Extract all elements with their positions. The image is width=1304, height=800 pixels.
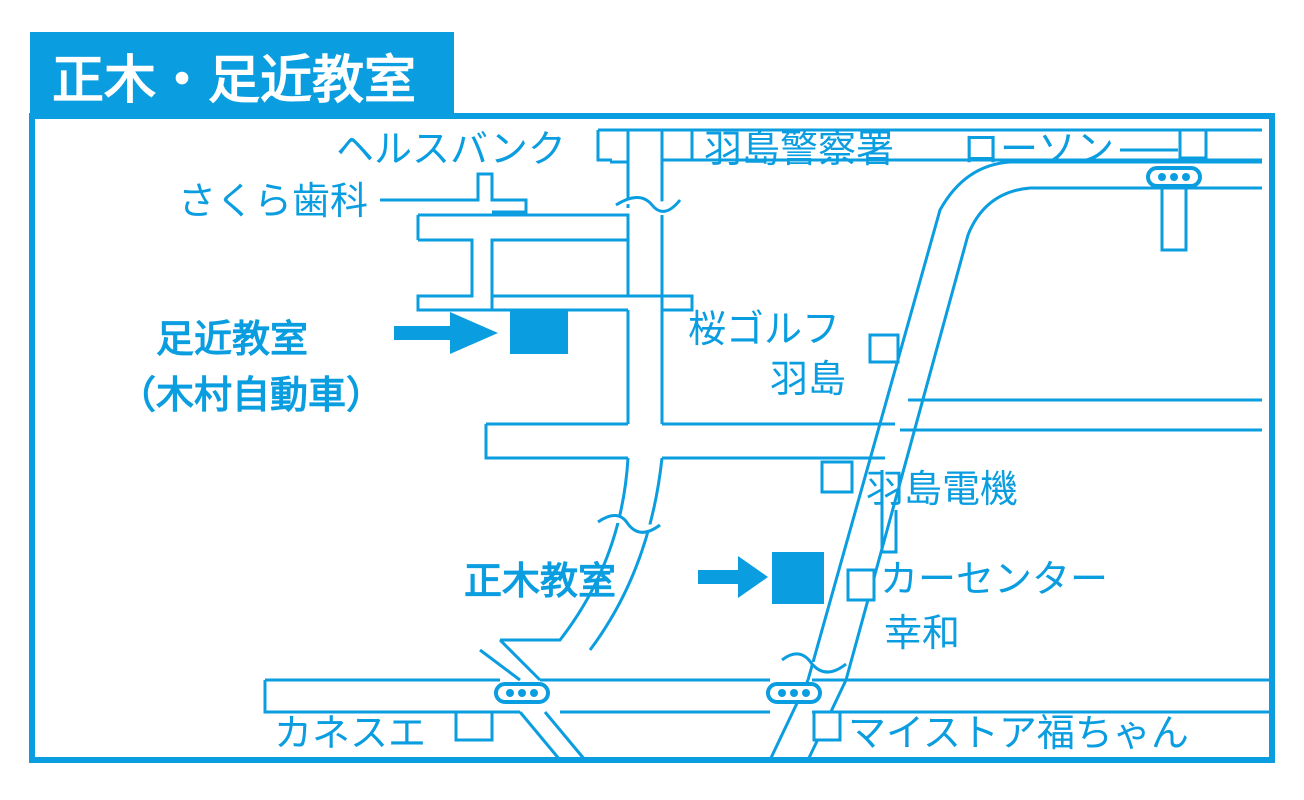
golf-building — [868, 333, 900, 364]
ashichika-classroom-marker — [510, 310, 568, 354]
traffic-light-icon — [766, 682, 822, 704]
map-frame — [29, 113, 1275, 763]
map-title: 正木・足近教室 — [52, 51, 416, 111]
sakura-dental-building — [380, 172, 528, 214]
car-center-building — [846, 568, 876, 602]
label-golf: 桜ゴルフ — [688, 307, 840, 351]
road-network — [263, 128, 1270, 761]
label-police: 羽島警察署 — [704, 127, 894, 171]
ashichika-classroom-sub: （木村自動車） — [118, 373, 384, 417]
right-arrow-icon — [698, 556, 768, 598]
label-kanesue: カネスエ — [274, 711, 426, 755]
label-car-center: カーセンター — [880, 557, 1108, 601]
masaki-classroom-marker — [772, 552, 824, 604]
label-car-center-line2: 幸和 — [884, 611, 960, 655]
title-box — [30, 32, 454, 116]
label-mystore: マイストア福ちゃん — [848, 711, 1189, 755]
label-denki: 羽島電機 — [866, 467, 1018, 511]
label-sakura-dental: さくら歯科 — [178, 179, 368, 223]
label-golf-line2: 羽島 — [770, 357, 846, 401]
traffic-light-icon — [494, 682, 550, 704]
denki-building — [820, 460, 854, 494]
label-lawson: ローソン — [962, 127, 1114, 171]
ashichika-classroom-name: 足近教室 — [156, 317, 308, 361]
lawson-building — [1178, 128, 1208, 160]
label-health-bank: ヘルスバンク — [336, 127, 566, 171]
right-arrow-icon — [394, 312, 498, 354]
kanesue-building — [454, 710, 494, 742]
traffic-light-icon — [1146, 166, 1202, 188]
mystore-building — [812, 710, 842, 742]
masaki-classroom-name: 正木教室 — [464, 559, 616, 603]
